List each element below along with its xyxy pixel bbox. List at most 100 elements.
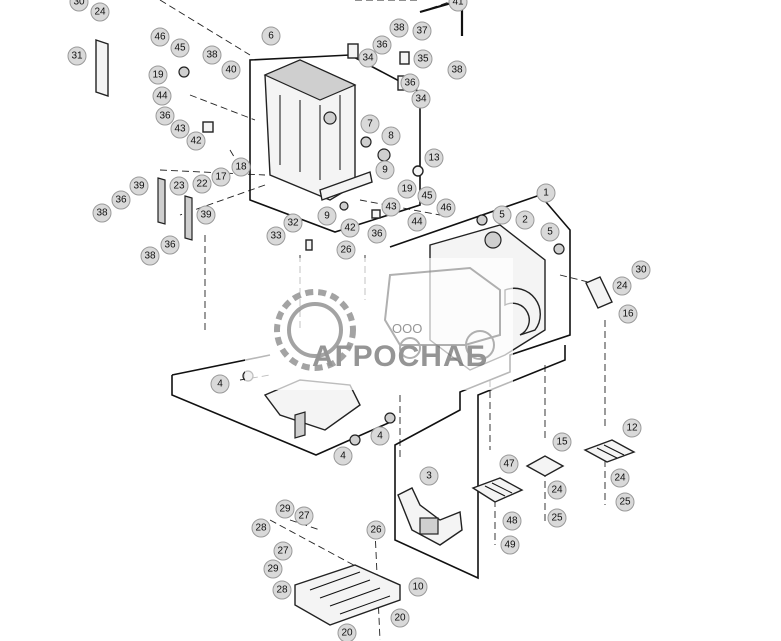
callout-bubble [610,468,630,488]
callout-32: 32 [283,213,303,233]
callout-bubble [400,73,420,93]
callout-34: 34 [358,48,378,68]
callout-42: 42 [186,131,206,151]
callout-number: 36 [376,40,388,51]
callout-30: 30 [631,260,651,280]
watermark-company-name: АГРОСНАБ [312,340,488,373]
part-31-plate [95,39,109,97]
callout-bubble [631,260,651,280]
callout-bubble [417,186,437,206]
callout-number: 24 [94,7,106,18]
callout-bubble [340,218,360,238]
callout-37: 37 [412,21,432,41]
callout-24: 24 [610,468,630,488]
callout-48: 48 [502,511,522,531]
callout-number: 34 [362,53,374,64]
callout-number: 41 [452,0,464,8]
part-5-bushings [476,214,565,255]
callout-number: 28 [276,585,288,596]
callout-number: 29 [279,504,291,515]
callout-bubble [263,559,283,579]
callout-46: 46 [150,27,170,47]
callout-bubble [231,157,251,177]
callout-number: 24 [551,485,563,496]
callout-number: 26 [370,525,382,536]
callout-4: 4 [210,374,230,394]
agrosnab-watermark: ООО АГРОСНАБ [245,258,513,390]
callout-bubble [492,205,512,225]
callout-number: 9 [324,211,330,222]
callout-bubble [540,222,560,242]
callout-bubble [283,213,303,233]
callout-15: 15 [552,432,572,452]
callout-2: 2 [515,210,535,230]
callout-bubble [536,183,556,203]
callout-bubble [152,86,172,106]
part-42-bolt [371,209,381,219]
callout-19: 19 [148,65,168,85]
callout-20: 20 [337,623,357,641]
callout-8: 8 [381,126,401,146]
callout-bubble [515,210,535,230]
callout-36: 36 [160,235,180,255]
callout-18: 18 [231,157,251,177]
callout-34: 34 [411,89,431,109]
callout-bubble [211,167,231,187]
callout-19: 19 [397,179,417,199]
callout-number: 5 [547,227,553,238]
callout-number: 5 [499,210,505,221]
callout-44: 44 [407,212,427,232]
callout-23: 23 [169,176,189,196]
callout-bubble [333,446,353,466]
callout-labels: 3024314138366464519384034373538363444364… [67,0,651,641]
callout-number: 24 [614,473,626,484]
callout-6: 6 [261,26,281,46]
callout-bubble [622,418,642,438]
callout-bubble [170,119,190,139]
callout-25: 25 [547,508,567,528]
callout-28: 28 [272,580,292,600]
watermark-gear-icon [274,289,356,371]
callout-number: 44 [411,217,423,228]
callout-40: 40 [221,60,241,80]
callout-number: 36 [159,111,171,122]
callout-31: 31 [67,46,87,66]
callout-5: 5 [492,205,512,225]
callout-45: 45 [170,38,190,58]
callout-number: 45 [174,43,186,54]
watermark-harvester-icon [383,266,501,360]
callout-number: 38 [393,23,405,34]
callout-number: 42 [344,223,356,234]
part-47-grid [471,477,524,503]
callout-number: 6 [268,31,274,42]
part-12-grid [583,439,636,463]
callout-number: 30 [73,0,85,8]
callout-number: 15 [556,437,568,448]
callout-26: 26 [336,240,356,260]
callout-17: 17 [211,167,231,187]
callout-41: 41 [448,0,468,12]
part-15-plate [525,455,565,477]
callout-number: 9 [382,165,388,176]
callout-bubble [192,174,212,194]
callout-bubble [155,106,175,126]
callout-bubble [160,235,180,255]
callout-number: 25 [551,513,563,524]
callout-number: 12 [626,423,638,434]
callout-4: 4 [370,426,390,446]
callout-bubble [169,176,189,196]
callout-9: 9 [375,160,395,180]
callout-number: 28 [255,523,267,534]
callout-46: 46 [436,198,456,218]
callout-number: 44 [156,91,168,102]
callout-42: 42 [340,218,360,238]
callout-20: 20 [390,608,410,628]
callout-number: 16 [622,309,634,320]
callout-number: 26 [340,245,352,256]
callout-38: 38 [447,60,467,80]
callout-bubble [148,65,168,85]
callout-number: 4 [377,431,383,442]
callout-number: 2 [522,215,528,226]
callout-number: 45 [421,191,433,202]
callout-38: 38 [92,203,112,223]
